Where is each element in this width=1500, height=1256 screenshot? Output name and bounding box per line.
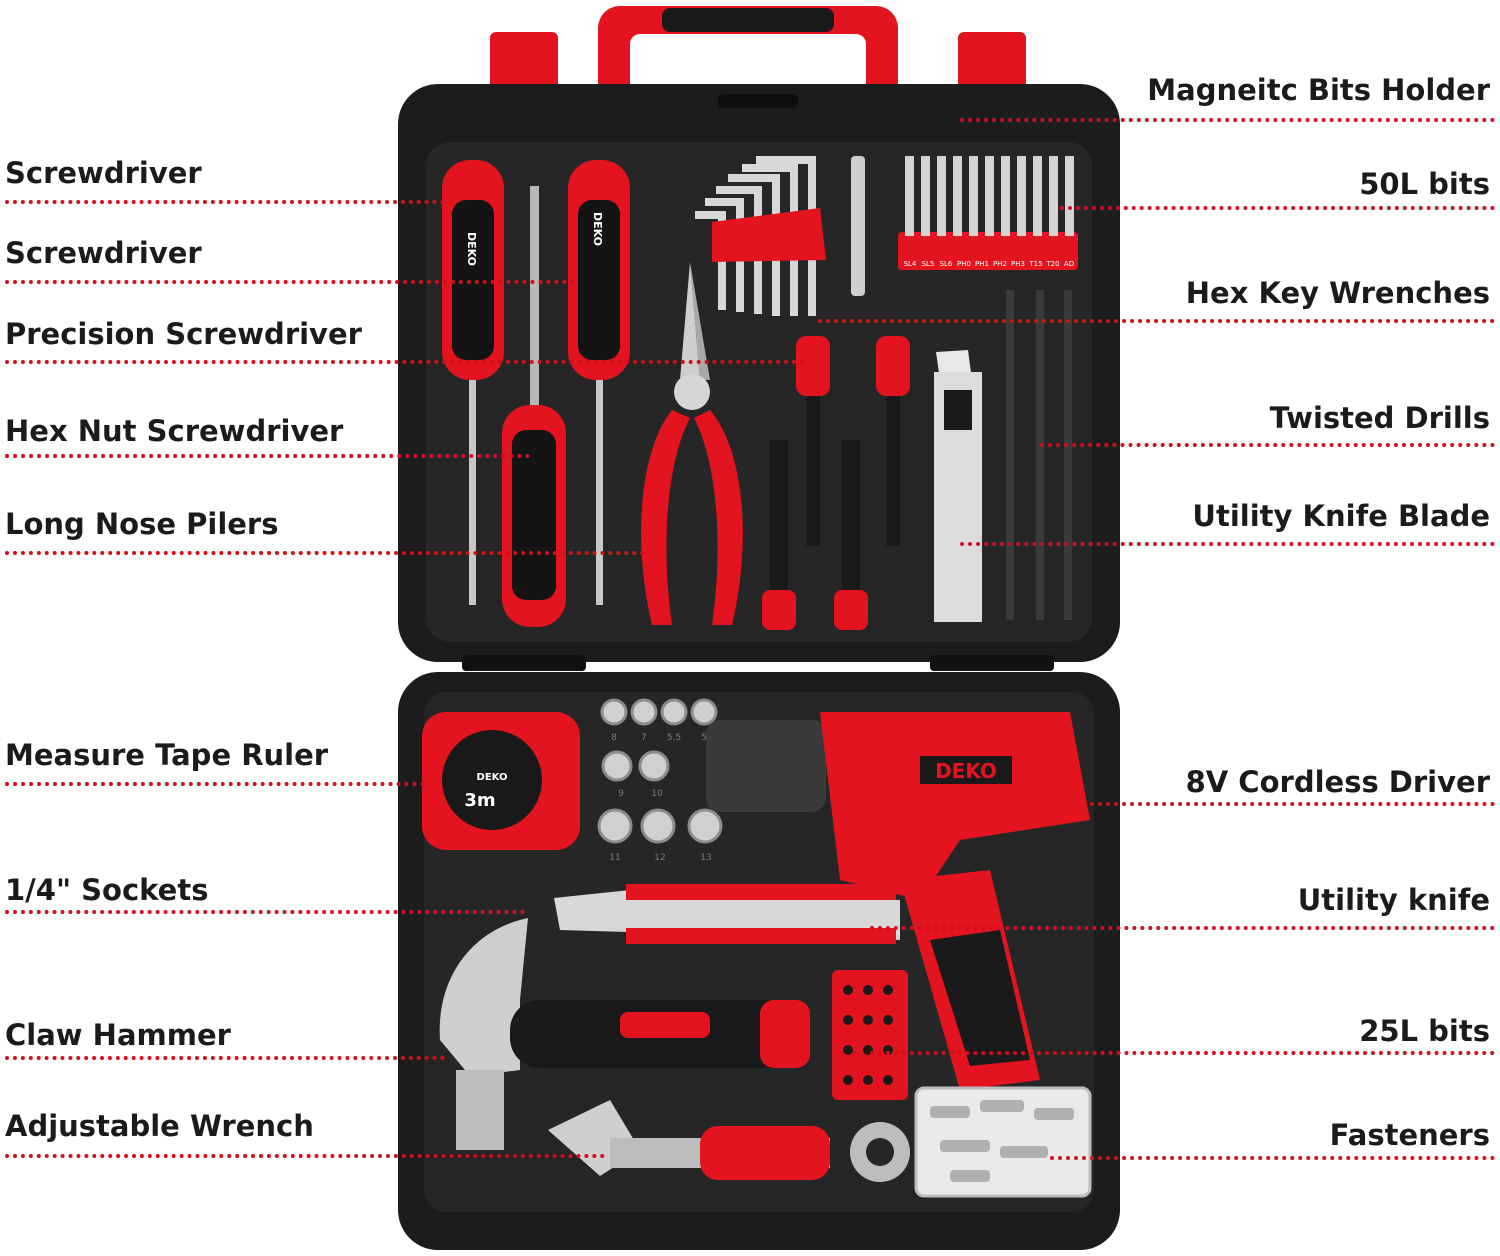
label-hex-nut-screwdriver: Hex Nut Screwdriver: [5, 414, 344, 448]
label-screwdriver-2: Screwdriver: [5, 236, 202, 270]
svg-text:8: 8: [611, 733, 617, 743]
label-sockets: 1/4" Sockets: [5, 873, 209, 907]
label-twisted-drills: Twisted Drills: [1269, 401, 1490, 435]
leader-line: [5, 910, 525, 914]
label-cordless-driver: 8V Cordless Driver: [1185, 765, 1490, 799]
svg-text:AD: AD: [1064, 260, 1074, 268]
label-precision-screwdriver: Precision Screwdriver: [5, 317, 362, 351]
bit-set-top: SL4 SL5 SL6 PH0 PH1 PH2 PH3 T15 T20 AD: [898, 156, 1078, 270]
svg-text:DEKO: DEKO: [935, 759, 997, 783]
svg-text:PH1: PH1: [975, 260, 989, 268]
label-screwdriver-1: Screwdriver: [5, 156, 202, 190]
precision-screwdrivers: [762, 336, 910, 630]
svg-text:T15: T15: [1028, 260, 1042, 268]
utility-knife: [554, 884, 900, 944]
label-utility-knife-blade: Utility Knife Blade: [1192, 499, 1490, 533]
case-hinges: [462, 655, 1054, 671]
hex-nut-screwdriver: [502, 186, 566, 627]
fasteners-box: [914, 1086, 1092, 1198]
hex-key-set: [695, 156, 816, 316]
leader-line: [5, 280, 575, 284]
utility-knife-blades: [934, 350, 982, 622]
label-adjustable-wrench: Adjustable Wrench: [5, 1109, 314, 1143]
leader-line: [5, 551, 645, 555]
leader-line: [1040, 443, 1495, 447]
label-hex-key-wrenches: Hex Key Wrenches: [1185, 276, 1490, 310]
magnetic-bit-holder: [851, 156, 865, 296]
svg-text:PH3: PH3: [1011, 260, 1025, 268]
leader-line: [5, 1154, 605, 1158]
svg-text:PH2: PH2: [993, 260, 1007, 268]
svg-text:T20: T20: [1045, 260, 1059, 268]
svg-text:12: 12: [654, 853, 665, 863]
long-nose-pliers: [641, 262, 743, 625]
hex-key-holder: [712, 208, 826, 262]
leader-line: [960, 542, 1495, 546]
svg-text:SL6: SL6: [940, 260, 953, 268]
svg-text:9: 9: [618, 789, 624, 799]
label-utility-knife: Utility knife: [1297, 883, 1490, 917]
leader-line: [5, 454, 530, 458]
svg-text:SL4: SL4: [904, 260, 917, 268]
label-25l-bits: 25L bits: [1359, 1014, 1490, 1048]
adjustable-wrench: [548, 1100, 910, 1182]
leader-line: [1090, 802, 1495, 806]
leader-line: [818, 319, 1495, 323]
bit-set-bottom: [832, 970, 908, 1100]
svg-text:10: 10: [651, 789, 663, 799]
leader-line: [870, 926, 1495, 930]
leader-line: [5, 360, 805, 364]
svg-text:DEKO: DEKO: [591, 212, 604, 246]
leader-line: [5, 1056, 445, 1060]
svg-text:SL5: SL5: [922, 260, 935, 268]
svg-text:5: 5: [701, 733, 707, 743]
label-claw-hammer: Claw Hammer: [5, 1018, 231, 1052]
svg-text:13: 13: [700, 853, 711, 863]
measure-tape: DEKO 3m: [422, 712, 580, 850]
leader-line: [5, 782, 425, 786]
label-long-nose-pliers: Long Nose Pilers: [5, 507, 279, 541]
socket-set: [597, 698, 723, 844]
label-fasteners: Fasteners: [1329, 1118, 1490, 1152]
svg-text:DEKO: DEKO: [465, 232, 478, 266]
leader-line: [1060, 206, 1495, 210]
twisted-drills: [1006, 290, 1072, 620]
leader-line: [5, 200, 445, 204]
label-measure-tape: Measure Tape Ruler: [5, 738, 329, 772]
leader-line: [960, 118, 1495, 122]
socket-size-labels: 8 7 5.5 5 9 10 11 12 13: [609, 733, 711, 863]
leader-line: [1050, 1156, 1495, 1160]
svg-text:3m: 3m: [464, 790, 495, 811]
cordless-driver: DEKO: [706, 712, 1090, 1090]
label-50l-bits: 50L bits: [1359, 167, 1490, 201]
label-magnetic-bits-holder: Magneitc Bits Holder: [1147, 73, 1490, 107]
svg-text:11: 11: [609, 853, 620, 863]
svg-text:PH0: PH0: [957, 260, 971, 268]
screwdriver-2: DEKO: [568, 160, 630, 605]
claw-hammer: [439, 918, 810, 1150]
svg-text:7: 7: [641, 733, 647, 743]
svg-text:5.5: 5.5: [667, 733, 681, 743]
leader-line: [870, 1051, 1495, 1055]
svg-text:DEKO: DEKO: [477, 772, 508, 783]
